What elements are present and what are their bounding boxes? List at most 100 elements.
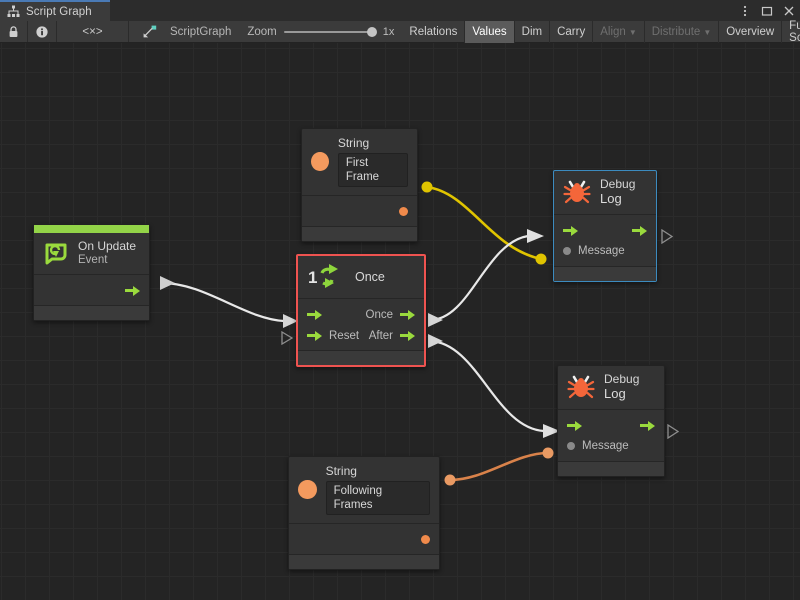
zoom-slider-knob[interactable] — [366, 26, 377, 37]
port-out-once[interactable]: Once — [366, 309, 415, 321]
flow-arrow-icon — [307, 309, 322, 320]
tab-script-graph[interactable]: Script Graph — [0, 0, 110, 21]
port-row-flow — [554, 220, 656, 241]
close-icon[interactable] — [782, 4, 796, 18]
info-button[interactable] — [28, 21, 57, 42]
node-debug-log-top[interactable]: Debug Log Message — [553, 170, 657, 282]
toolbar-button-dim[interactable]: Dim — [515, 21, 551, 43]
port-row-message: Message — [558, 436, 664, 457]
port-out-value[interactable] — [399, 206, 408, 216]
code-view-button[interactable]: <×> — [57, 21, 129, 42]
toolbar-button-label: Align — [600, 26, 626, 38]
edge-once-after-to-debug-log-bottom — [428, 334, 560, 438]
node-once[interactable]: 1 Once Once — [296, 254, 426, 367]
zoom-control[interactable]: Zoom 1x — [239, 21, 402, 42]
value-port-icon — [567, 442, 575, 451]
node-string-following-frames[interactable]: String Following Frames — [288, 456, 440, 570]
port-out-flow[interactable] — [125, 285, 140, 297]
flow-arrow-icon — [125, 285, 140, 297]
port-in-flow[interactable] — [567, 420, 582, 431]
toolbar-button-full-screen[interactable]: Full Screen — [782, 20, 800, 44]
toolbar-button-relations[interactable]: Relations — [402, 21, 466, 43]
flow-arrow-icon — [632, 225, 647, 236]
node-title: Debug — [600, 177, 636, 191]
toolbar-button-label: Dim — [521, 26, 543, 38]
kebab-menu-icon[interactable] — [738, 4, 752, 18]
node-header: On Update Event — [34, 233, 149, 276]
window-tabstrip: Script Graph — [0, 0, 800, 21]
maximize-icon[interactable] — [760, 4, 774, 18]
toolbar-button-overview[interactable]: Overview — [719, 21, 783, 43]
port-in-message[interactable]: Message — [567, 440, 629, 452]
zoom-value: 1x — [382, 25, 395, 38]
zoom-slider[interactable] — [283, 26, 377, 38]
port-in-flow[interactable] — [563, 225, 578, 236]
once-reset-input-triangle-icon[interactable] — [281, 331, 293, 345]
toolbar-button-label: Relations — [409, 26, 458, 38]
node-footer — [302, 226, 417, 241]
node-footer — [34, 306, 149, 321]
port-out-flow[interactable] — [632, 225, 647, 236]
node-titles: Debug Log — [600, 177, 636, 207]
node-titles: On Update Event — [78, 239, 136, 267]
node-header: String Following Frames — [289, 457, 439, 524]
node-titles: String Following Frames — [325, 464, 430, 515]
toolbar-button-values[interactable]: Values — [465, 21, 515, 43]
node-string-first-frame[interactable]: String First Frame — [301, 128, 418, 242]
code-view-label: <×> — [82, 25, 103, 38]
port-row-once: Once — [298, 304, 424, 325]
flow-arrow-icon — [307, 330, 322, 341]
string-value-icon — [298, 480, 317, 500]
tab-label: Script Graph — [26, 5, 92, 18]
port-out-flow[interactable] — [640, 420, 655, 431]
flow-arrow-icon — [400, 309, 415, 320]
value-port-icon — [399, 206, 408, 216]
toolbar-button-label: Values — [472, 26, 507, 38]
node-ports: Message — [558, 410, 664, 462]
graph-hierarchy-icon — [7, 5, 20, 18]
graph-canvas[interactable]: On Update Event String First — [0, 43, 800, 600]
port-in-message[interactable]: Message — [563, 245, 625, 257]
node-debug-log-bottom[interactable]: Debug Log Message — [557, 365, 665, 477]
node-title: Debug — [604, 372, 640, 386]
graph-name-cell[interactable]: ScriptGraph — [129, 21, 239, 42]
zoom-slider-track — [283, 30, 376, 33]
port-out-after[interactable]: After — [369, 330, 415, 342]
graph-name-label: ScriptGraph — [170, 25, 232, 38]
toolbar-button-label: Full Screen — [789, 20, 800, 44]
port-label: After — [368, 329, 393, 342]
toolbar-button-carry[interactable]: Carry — [550, 21, 594, 43]
debug-log-top-output-triangle-icon[interactable] — [661, 229, 673, 244]
node-header: 1 Once — [298, 256, 424, 299]
port-label: Message — [578, 245, 625, 258]
port-in-flow[interactable] — [307, 309, 322, 320]
lock-button[interactable] — [0, 21, 28, 42]
value-port-icon — [421, 534, 430, 544]
node-titles: Once — [355, 270, 385, 284]
node-ports: Message — [554, 215, 656, 267]
string-value-field[interactable]: Following Frames — [325, 480, 430, 515]
node-header: Debug Log — [558, 366, 664, 410]
toolbar-button-align[interactable]: Align ▼ — [593, 21, 645, 43]
on-update-event-icon — [43, 241, 69, 267]
node-subtitle: Log — [604, 385, 626, 401]
port-row-reset-after: Reset After — [298, 325, 424, 346]
port-row — [34, 280, 149, 301]
edge-string-following-frames-to-debug-log-bottom — [444, 447, 554, 486]
debug-bug-icon — [567, 374, 595, 400]
string-value-icon — [311, 152, 329, 172]
port-row-message: Message — [554, 241, 656, 262]
toolbar-button-label: Distribute — [651, 26, 701, 38]
string-value-field[interactable]: First Frame — [337, 152, 408, 187]
debug-log-bottom-output-triangle-icon[interactable] — [667, 424, 679, 439]
flow-arrow-icon — [400, 330, 415, 341]
node-on-update[interactable]: On Update Event — [33, 224, 150, 322]
port-out-value[interactable] — [421, 534, 430, 544]
port-in-reset[interactable]: Reset — [307, 330, 359, 342]
port-row-flow — [558, 415, 664, 436]
toolbar-button-distribute[interactable]: Distribute ▼ — [645, 21, 720, 43]
node-ports — [302, 196, 417, 227]
port-row — [302, 201, 417, 222]
node-footer — [289, 554, 439, 569]
